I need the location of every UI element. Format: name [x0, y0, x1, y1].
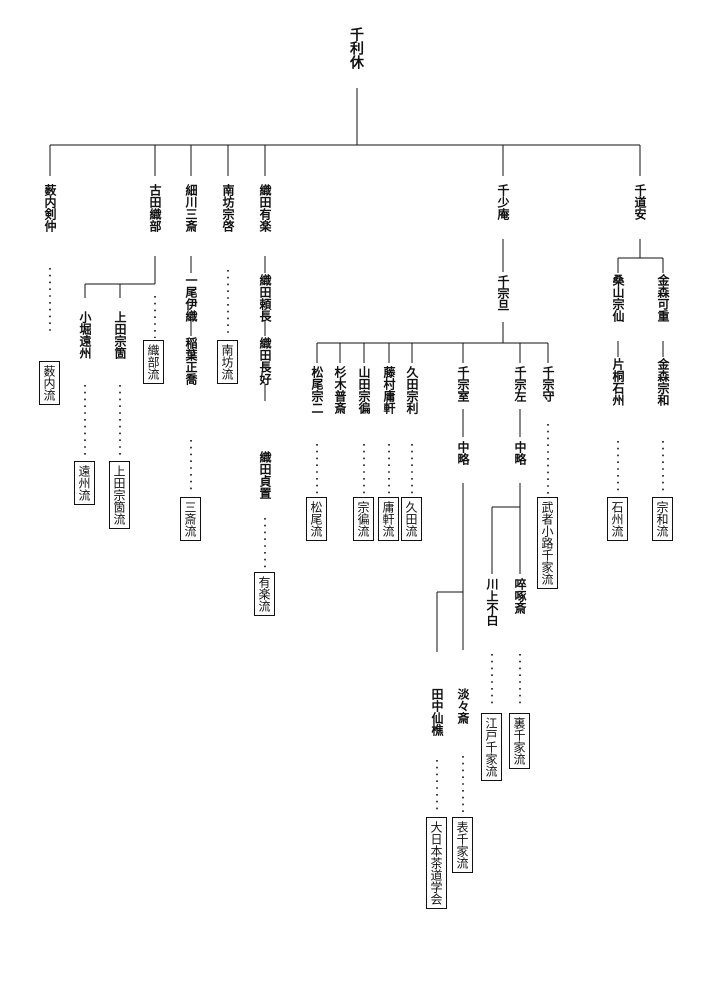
person-tanaka-sensho: 田中仙樵: [430, 688, 444, 736]
person-sottakusai: 啐啄斎: [513, 578, 527, 614]
school-edo-senke-ryu: 江戸千家流: [481, 713, 502, 781]
school-urasenke-ryu: 裏千家流: [509, 713, 530, 769]
school-matsuo-ryu: 松尾流: [306, 497, 327, 541]
person-hisada-sori: 久田宗利: [405, 366, 419, 414]
person-furuta-oribe: 古田織部: [148, 184, 162, 232]
person-oda-sadaoki: 織田貞置: [258, 451, 272, 499]
person-oda-nagayoshi: 織田長好: [258, 337, 272, 385]
school-mushakoji-senke-ryu: 武者小路千家流: [537, 497, 558, 589]
school-hisada-ryu: 久田流: [401, 497, 422, 541]
person-kawakami-fuhaku: 川上不白: [485, 578, 499, 626]
person-sen-soshitsu: 千宗室: [456, 366, 470, 402]
person-sen-soshu: 千宗守: [541, 366, 555, 402]
omitted-soshitsu-line: 中略: [456, 441, 470, 465]
person-inaba-masataka: 稲葉正喬: [184, 337, 198, 385]
person-tantansai: 淡々斎: [456, 688, 470, 724]
person-matsuo-soji: 松尾宗二: [310, 366, 324, 414]
school-oribe-ryu: 織部流: [143, 340, 164, 384]
school-omotesenke-ryu: 表千家流: [452, 817, 473, 873]
school-enshu-ryu: 遠州流: [74, 461, 95, 505]
omitted-sosa-line: 中略: [513, 441, 527, 465]
school-sekishu-ryu: 石州流: [607, 497, 628, 541]
person-kanamori-sowa: 金森宗和: [656, 358, 670, 406]
person-fujimura-yoken: 藤村庸軒: [382, 366, 396, 414]
person-kobori-enshu: 小堀遠州: [78, 311, 92, 359]
school-sohen-ryu: 宗徧流: [353, 497, 374, 541]
person-sen-sotan: 千宗旦: [496, 275, 510, 311]
person-kuwayama-sosen: 桑山宗仙: [611, 274, 625, 322]
person-oda-yorinaga: 織田頼長: [258, 274, 272, 322]
school-yoken-ryu: 庸軒流: [378, 497, 399, 541]
person-sen-shoan: 千少庵: [496, 184, 510, 220]
person-katagiri-sekishu: 片桐石州: [611, 358, 625, 406]
school-sansai-ryu: 三斎流: [180, 497, 201, 541]
person-oda-uraku: 織田有楽: [258, 184, 272, 232]
school-uraku-ryu: 有楽流: [254, 572, 275, 616]
school-nanbo-ryu: 南坊流: [217, 340, 238, 384]
person-ichio-iori: 一尾伊織: [184, 274, 198, 322]
person-sugiki-fusai: 杉木普斎: [333, 366, 347, 414]
root-sen-rikyu: 千利休: [348, 27, 364, 69]
school-yabunouchi-ryu: 薮内流: [39, 361, 60, 405]
person-hosokawa-sansai: 細川三斎: [184, 184, 198, 232]
school-sowa-ryu: 宗和流: [652, 497, 673, 541]
person-sen-sosa: 千宗左: [513, 366, 527, 402]
person-ueda-soko: 上田宗箇: [113, 311, 127, 359]
person-sen-doan: 千道安: [633, 184, 647, 220]
school-ueda-soko-ryu: 上田宗箇流: [109, 461, 130, 529]
person-kanamori-shigeyori: 金森可重: [656, 274, 670, 322]
person-yabunouchi-kenchu: 薮内剣仲: [43, 184, 57, 232]
person-nanbo-sokei: 南坊宗啓: [221, 184, 235, 232]
school-dainihon-chado-gakkai: 大日本茶道学会: [426, 817, 447, 909]
person-yamada-sohen: 山田宗徧: [357, 366, 371, 414]
